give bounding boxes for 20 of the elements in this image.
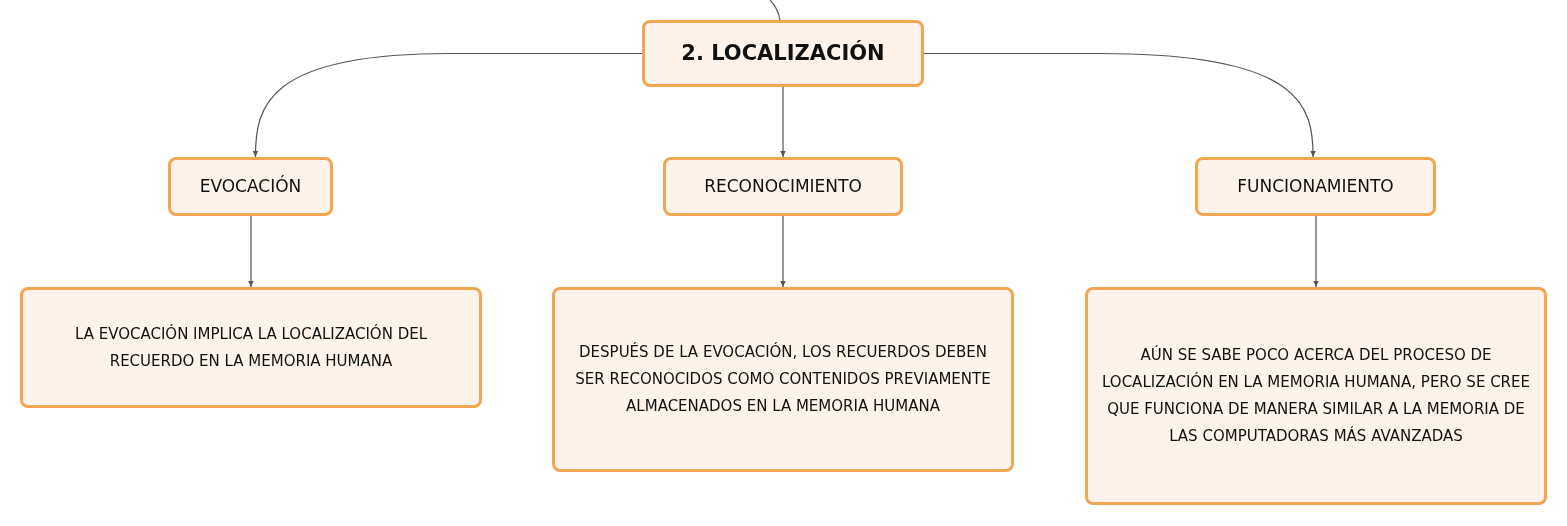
process-box: [20, 287, 482, 408]
connector-arrow: [252, 52, 643, 158]
node-label: 2. LOCALIZACIÓN: [681, 40, 885, 67]
process-box: [1195, 157, 1436, 216]
process-box: [1085, 287, 1547, 505]
connector-arrow: [248, 215, 254, 288]
process-box: [663, 157, 903, 216]
node-label: RECONOCIMIENTO: [704, 175, 862, 198]
process-box: [642, 20, 924, 87]
connector-arrow: [780, 215, 786, 288]
description-text: LA EVOCACIÓN IMPLICA LA LOCALIZACIÓN DEL RECUERDO EN LA MEMORIA HUMANA: [73, 323, 429, 372]
description-text: AÚN SE SABE POCO ACERCA DEL PROCESO DE LOCALIZACIÓN EN LA MEMORIA HUMANA, PERO SE CREE QUE FUNCIONA DE MANERA SIMILAR A LA MEMORIA DE LAS COMPUTADORAS MÁS AVANZADAS: [1101, 344, 1531, 447]
description-text: DESPUÉS DE LA EVOCACIÓN, LOS RECUERDOS DEBEN SER RECONOCIDOS COMO CONTENIDOS PREVIAMENTE ALMACENADOS EN LA MEMORIA HUMANA: [574, 341, 992, 417]
connector-arrow: [1313, 215, 1319, 288]
node-label: EVOCACIÓN: [199, 174, 302, 198]
connector-arrow: [780, 86, 786, 158]
process-box: [168, 157, 333, 216]
process-box: [552, 287, 1014, 472]
connector-arrow: [923, 52, 1316, 158]
node-label: FUNCIONAMIENTO: [1237, 175, 1394, 198]
